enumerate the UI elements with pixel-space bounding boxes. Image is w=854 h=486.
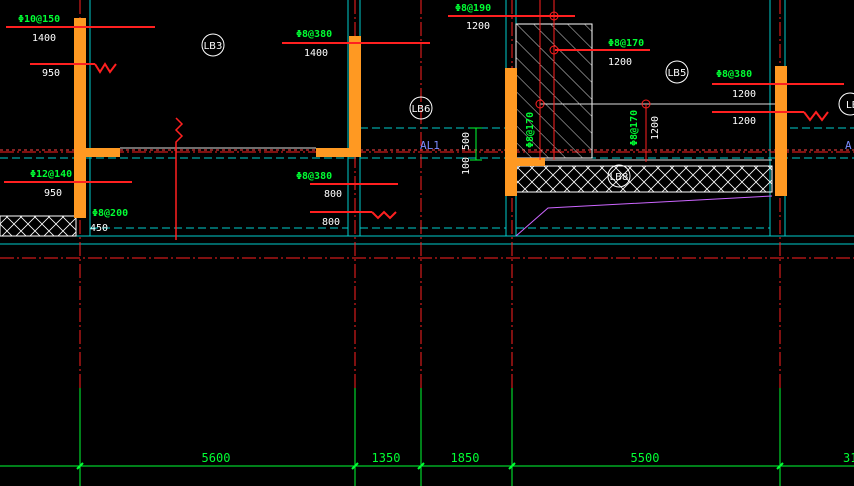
- slab-tag-lb5: LB5: [665, 60, 689, 84]
- beam-label-edge: A: [845, 139, 852, 152]
- rebar-length: 950: [42, 68, 60, 79]
- dimension-extension-lines: [0, 388, 854, 486]
- rebar-length: 800: [324, 189, 342, 200]
- svg-text:LB6: LB6: [412, 104, 431, 115]
- rebar-length: 950: [44, 188, 62, 199]
- rebar-label: Φ8@380: [716, 69, 752, 80]
- rebar-label-vertical: Φ8@170: [629, 110, 640, 146]
- svg-text:LB5: LB5: [668, 68, 687, 79]
- slab-tag-lb3: LB3: [201, 33, 225, 57]
- svg-text:LB: LB: [846, 100, 854, 111]
- rebar-length: 1400: [304, 48, 328, 59]
- dimension-value: 1850: [451, 451, 480, 465]
- rebar-label: Φ8@200: [92, 208, 128, 219]
- rebar-length: 450: [90, 223, 108, 234]
- rebar-label: Φ12@140: [30, 169, 72, 180]
- svg-text:LB3: LB3: [204, 41, 223, 52]
- rebar-length: 1200: [732, 116, 756, 127]
- walls: [74, 18, 787, 218]
- rebar-label: Φ8@170: [608, 38, 644, 49]
- rebar-length: 800: [322, 217, 340, 228]
- dimension-value: 1350: [372, 451, 401, 465]
- rebar-length: 1200: [732, 89, 756, 100]
- slab-tag-lb6: LB6: [409, 96, 433, 120]
- beam-outlines: [0, 0, 854, 245]
- axis-lines: [0, 0, 854, 390]
- section-dimension: [470, 127, 482, 161]
- rebar-length-vertical: 1200: [650, 116, 661, 140]
- rebar-length: 1400: [32, 33, 56, 44]
- rebar-circles: [535, 11, 651, 109]
- magenta-line: [515, 195, 773, 237]
- rebar-length: 1200: [466, 21, 490, 32]
- section-dimension-100: 100: [461, 157, 472, 175]
- beam-label-al1: AL1: [420, 139, 440, 152]
- rebar-length: 1200: [608, 57, 632, 68]
- slab-tag-lb8: LB8: [607, 164, 631, 188]
- crosshatch-strip-left: [0, 215, 77, 237]
- dimension-value: 5500: [631, 451, 660, 465]
- rebar-label: Φ10@150: [18, 14, 60, 25]
- rebar-label: Φ8@380: [296, 29, 332, 40]
- svg-text:LB8: LB8: [610, 172, 629, 183]
- rebar-label: Φ8@190: [455, 3, 491, 14]
- dimension-value: 31: [843, 451, 854, 465]
- slab-tag-lb-edge: LB: [838, 92, 854, 116]
- dimension-value: 5600: [202, 451, 231, 465]
- rebar-label: Φ8@380: [296, 171, 332, 182]
- white-lines: [120, 103, 780, 161]
- rebar-label-vertical: Φ8@170: [525, 112, 536, 148]
- crosshatch-strip-right: [515, 165, 773, 193]
- section-dimension-500: 500: [461, 132, 472, 150]
- rebar-lines: [4, 0, 844, 240]
- dimension-ticks: [76, 462, 784, 470]
